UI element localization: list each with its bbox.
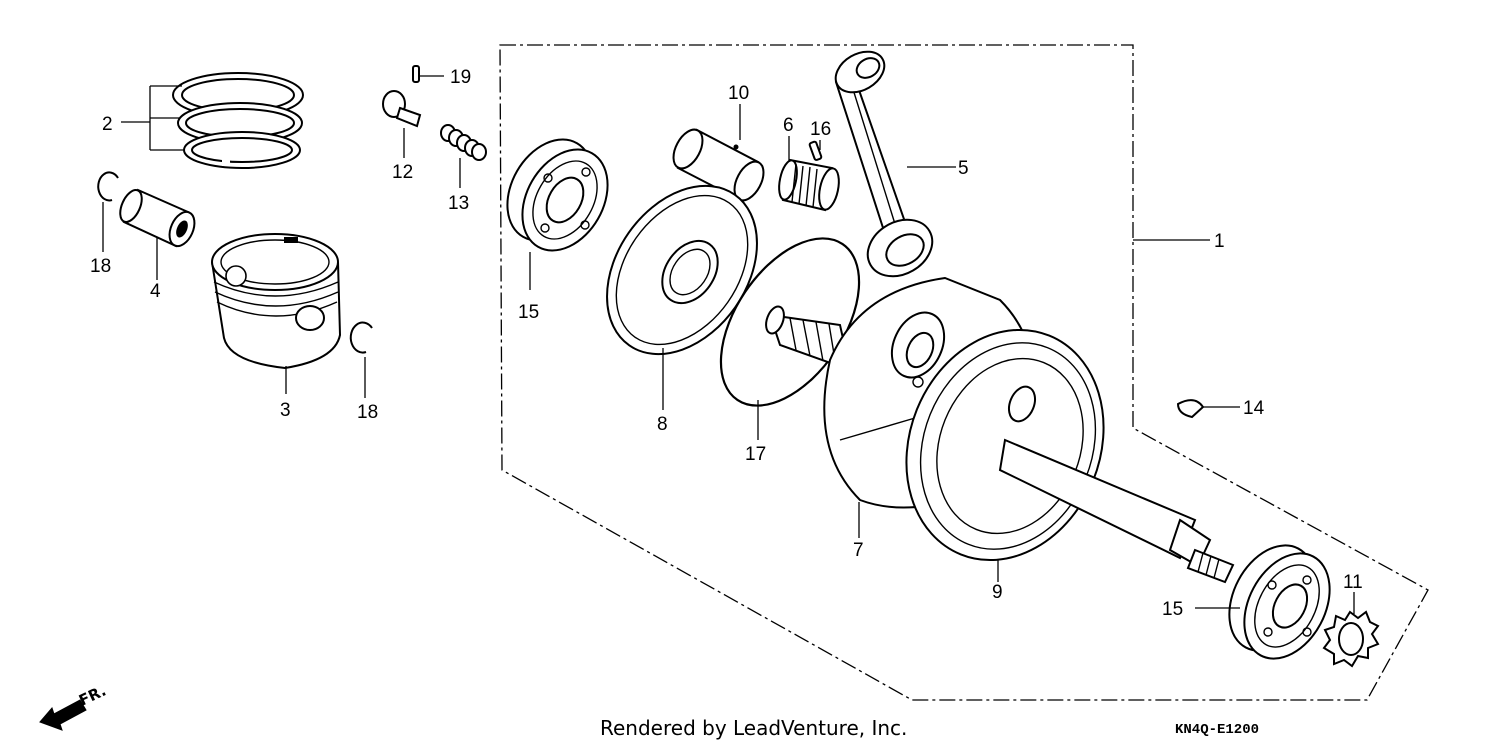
piston bbox=[211, 233, 342, 370]
front-direction-arrow: FR. bbox=[39, 682, 109, 731]
callout-7: 7 bbox=[853, 540, 864, 561]
credit-text: Rendered by LeadVenture, Inc. bbox=[600, 716, 908, 740]
circlip-left bbox=[97, 171, 119, 202]
thrust-plate bbox=[606, 184, 758, 356]
callout-12: 12 bbox=[392, 162, 413, 183]
bearing-left bbox=[506, 138, 609, 252]
timing-sprocket bbox=[1322, 610, 1380, 668]
callout-18-right: 18 bbox=[357, 402, 378, 423]
small-pin bbox=[808, 140, 823, 161]
callout-10: 10 bbox=[728, 83, 749, 104]
callout-17: 17 bbox=[745, 444, 766, 465]
piston-rings bbox=[172, 72, 304, 169]
circlip-right bbox=[349, 321, 373, 354]
callout-9: 9 bbox=[992, 582, 1003, 603]
callout-1: 1 bbox=[1214, 231, 1225, 252]
callout-5: 5 bbox=[958, 158, 969, 179]
callout-8: 8 bbox=[657, 414, 668, 435]
needle-bearing bbox=[778, 158, 840, 212]
callout-18-left: 18 bbox=[90, 256, 111, 277]
callout-13: 13 bbox=[448, 193, 469, 214]
callout-15-right: 15 bbox=[1162, 599, 1183, 620]
spring bbox=[440, 124, 487, 161]
woodruff-key bbox=[1176, 399, 1205, 419]
callout-2: 2 bbox=[102, 114, 113, 135]
callout-labels: 1 2 3 4 5 6 7 8 9 10 11 12 13 14 15 15 1… bbox=[90, 67, 1363, 620]
crank-pin bbox=[672, 128, 765, 202]
connecting-rod bbox=[834, 50, 934, 278]
front-direction-label: FR. bbox=[76, 682, 109, 710]
callout-6: 6 bbox=[783, 115, 794, 136]
callout-11: 11 bbox=[1343, 572, 1363, 593]
crankshaft-right bbox=[905, 328, 1235, 584]
dowel-pin bbox=[412, 65, 420, 83]
callout-14: 14 bbox=[1243, 398, 1265, 419]
piston-pin bbox=[119, 188, 196, 248]
callout-19: 19 bbox=[450, 67, 471, 88]
tensioner-pin bbox=[382, 90, 422, 128]
leader-lines bbox=[102, 75, 1355, 614]
drawing-code: KN4Q-E1200 bbox=[1175, 722, 1260, 738]
callout-16: 16 bbox=[810, 119, 831, 140]
callout-15-left: 15 bbox=[518, 302, 539, 323]
assembly-boundary bbox=[499, 44, 1429, 701]
callout-3: 3 bbox=[280, 400, 291, 421]
callout-4: 4 bbox=[150, 281, 161, 302]
bearing-right bbox=[1228, 544, 1331, 660]
